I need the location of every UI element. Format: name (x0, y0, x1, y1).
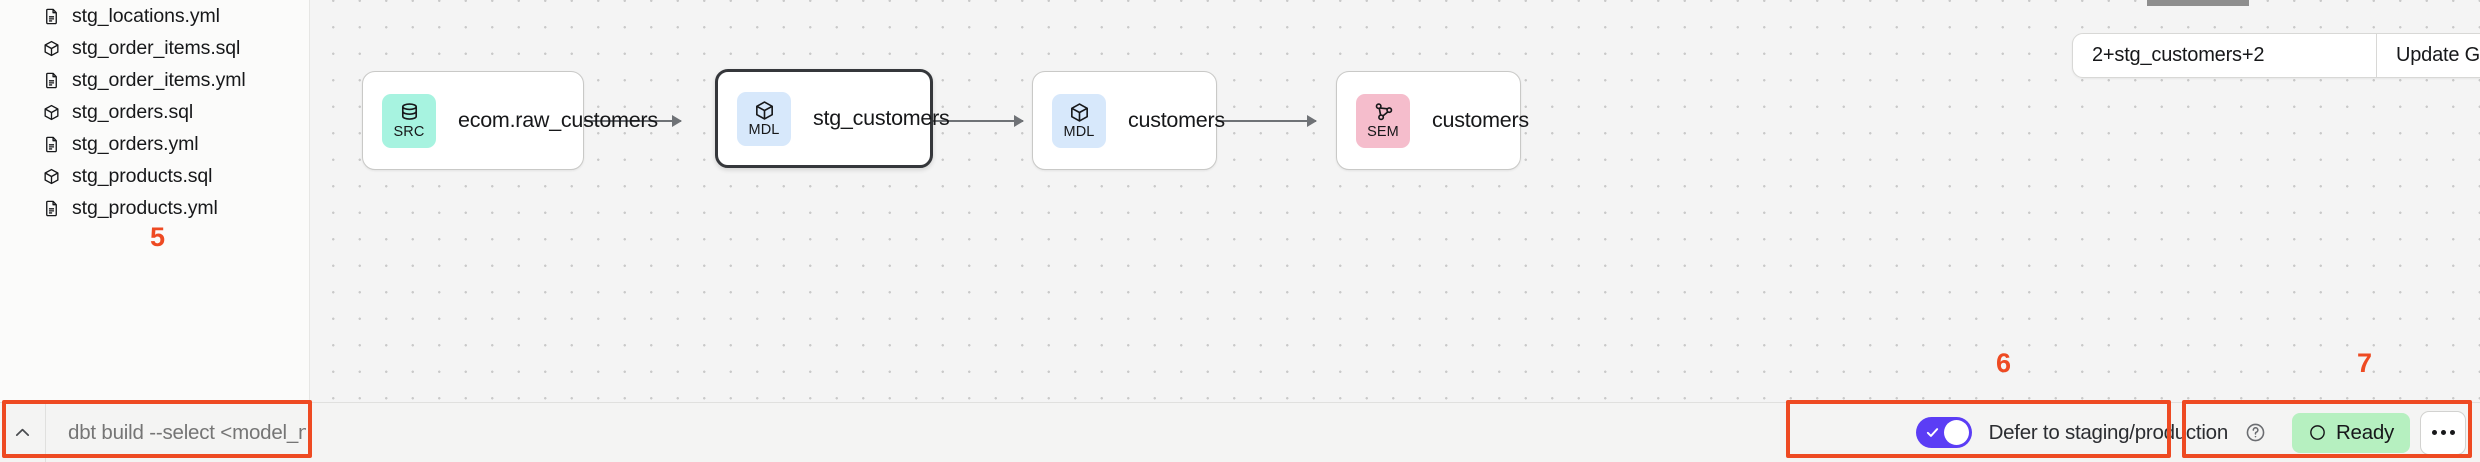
file-name: stg_orders.yml (72, 132, 199, 155)
file-list-item[interactable]: stg_products.yml (0, 192, 309, 224)
command-bar (0, 402, 306, 462)
bottom-right-controls: Defer to staging/production Ready (1906, 410, 2466, 455)
more-options-button[interactable] (2420, 410, 2466, 455)
edge-mdl-to-sem (1213, 115, 1317, 127)
cube-icon (44, 104, 59, 120)
check-icon (1926, 428, 1938, 437)
more-dot (2440, 430, 2446, 435)
update-graph-button[interactable]: Update Graph (2377, 34, 2480, 77)
file-list-item[interactable]: stg_order_items.sql (0, 32, 309, 64)
badge-label-sem: SEM (1367, 124, 1399, 141)
edge-stg-to-mdl (923, 115, 1024, 127)
graph-node-source[interactable]: SRC ecom.raw_customers (362, 71, 658, 170)
defer-control-group: Defer to staging/production (1906, 411, 2276, 454)
file-icon (46, 200, 57, 216)
database-icon (401, 103, 417, 121)
graph-node-customers-model[interactable]: MDL customers (1032, 71, 1225, 170)
selector-group: Update Graph (2072, 33, 2480, 78)
badge-src: SRC (382, 93, 436, 148)
graph-node-stg-customers[interactable]: MDL stg_customers (715, 69, 950, 168)
file-list-item[interactable]: stg_products.sql (0, 160, 309, 192)
file-explorer-sidebar: stg_locations.yml stg_order_items.sql stg_… (0, 0, 310, 402)
badge-label-mdl: MDL (1063, 124, 1095, 141)
badge-sem: SEM (1356, 93, 1410, 148)
status-badge[interactable]: Ready (2291, 412, 2410, 453)
more-dot (2431, 430, 2437, 435)
node-label-src: ecom.raw_customers (458, 108, 658, 132)
file-name: stg_locations.yml (72, 4, 220, 27)
badge-mdl: MDL (1052, 93, 1106, 148)
dbt-command-input[interactable] (46, 420, 306, 445)
edge-src-to-stg (581, 115, 682, 127)
file-list-item[interactable]: stg_locations.yml (0, 0, 309, 32)
file-name: stg_products.sql (72, 164, 213, 187)
graph-toolbar: Update Graph (2072, 33, 2480, 78)
graph-node-customers-semantic[interactable]: SEM customers (1336, 71, 1529, 170)
file-name: stg_order_items.sql (72, 36, 241, 59)
more-dot (2449, 430, 2455, 435)
chevron-up-icon (15, 428, 30, 436)
node-label-sem: customers (1432, 108, 1529, 132)
file-name: stg_products.yml (72, 196, 218, 219)
file-list: stg_locations.yml stg_order_items.sql stg_… (0, 0, 309, 224)
badge-label-stg: MDL (748, 122, 780, 139)
toolbar-divider (2376, 34, 2377, 77)
lineage-graph-canvas[interactable]: Update Graph (310, 0, 2480, 402)
toggle-knob (1943, 420, 1969, 445)
help-circle-icon[interactable] (2245, 422, 2266, 443)
defer-label: Defer to staging/production (1988, 420, 2229, 444)
cube-icon (755, 101, 773, 120)
defer-toggle[interactable] (1915, 417, 1972, 448)
circle-icon (2310, 425, 2325, 440)
file-icon (46, 8, 57, 24)
node-label-mdl: customers (1128, 108, 1225, 132)
status-label: Ready (2335, 420, 2394, 444)
status-group: Ready (2291, 410, 2466, 455)
badge-mdl-stg: MDL (737, 91, 791, 146)
cube-icon (44, 168, 59, 184)
file-name: stg_orders.sql (72, 100, 194, 123)
file-list-item[interactable]: stg_order_items.yml (0, 64, 309, 96)
graph-selector-input[interactable] (2073, 34, 2376, 77)
cube-icon (44, 40, 59, 56)
bottom-status-bar: Defer to staging/production Ready (0, 402, 2480, 462)
file-icon (46, 72, 57, 88)
network-icon (1375, 103, 1392, 121)
node-label-stg: stg_customers (813, 106, 950, 130)
collapse-panel-button[interactable] (0, 402, 46, 462)
badge-label-src: SRC (393, 124, 425, 141)
file-name: stg_order_items.yml (72, 68, 246, 91)
file-list-item[interactable]: stg_orders.yml (0, 128, 309, 160)
file-icon (46, 136, 57, 152)
file-list-item[interactable]: stg_orders.sql (0, 96, 309, 128)
horizontal-scrollbar[interactable] (2147, 0, 2249, 6)
cube-icon (1070, 103, 1088, 122)
